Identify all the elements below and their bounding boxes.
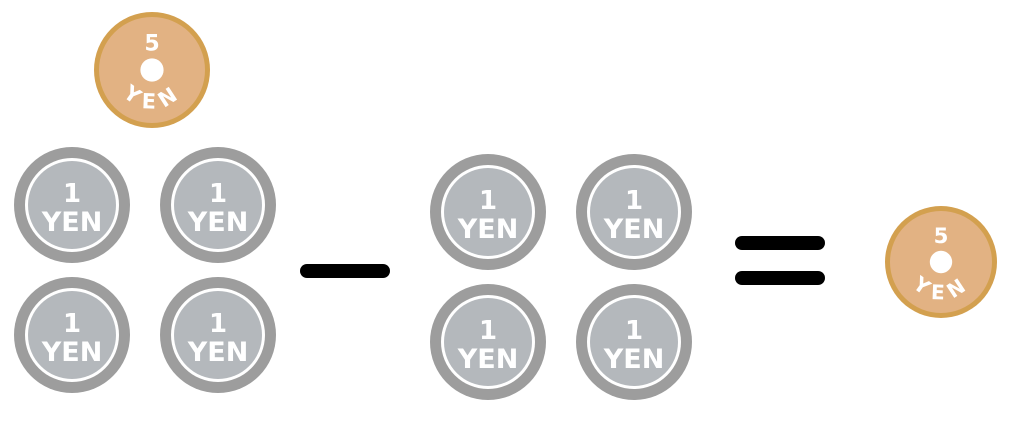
equals-sign-bottom-bar <box>735 271 825 285</box>
coin-face <box>28 161 116 249</box>
coin-unit: YEN <box>603 214 665 245</box>
coin-face <box>174 291 262 379</box>
minus-sign <box>300 264 390 278</box>
coin-unit: YEN <box>457 214 519 245</box>
coin-value: 1 <box>209 179 227 209</box>
coin-unit: YEN <box>41 207 103 238</box>
coin-unit: YEN <box>457 344 519 375</box>
coin-unit: YEN <box>187 337 249 368</box>
coin-hole <box>929 250 953 274</box>
coin-hole <box>140 58 164 82</box>
coin-face <box>444 168 532 256</box>
equals-sign-top-bar <box>735 236 825 250</box>
coin-unit: YEN <box>603 344 665 375</box>
coin-face <box>590 298 678 386</box>
coin-unit: YEN <box>41 337 103 368</box>
coin-value: 1 <box>63 179 81 209</box>
coin-face <box>590 168 678 256</box>
coin-value: 1 <box>479 316 497 346</box>
coin-value: 5 <box>144 31 159 56</box>
coin-value: 1 <box>209 309 227 339</box>
coin-value: 1 <box>625 316 643 346</box>
coin-face <box>174 161 262 249</box>
coin-value: 1 <box>63 309 81 339</box>
coin-face <box>444 298 532 386</box>
coin-unit: YEN <box>187 207 249 238</box>
coin-value: 1 <box>479 186 497 216</box>
coin-value: 1 <box>625 186 643 216</box>
coin-value: 5 <box>934 224 949 249</box>
coin-face <box>28 291 116 379</box>
